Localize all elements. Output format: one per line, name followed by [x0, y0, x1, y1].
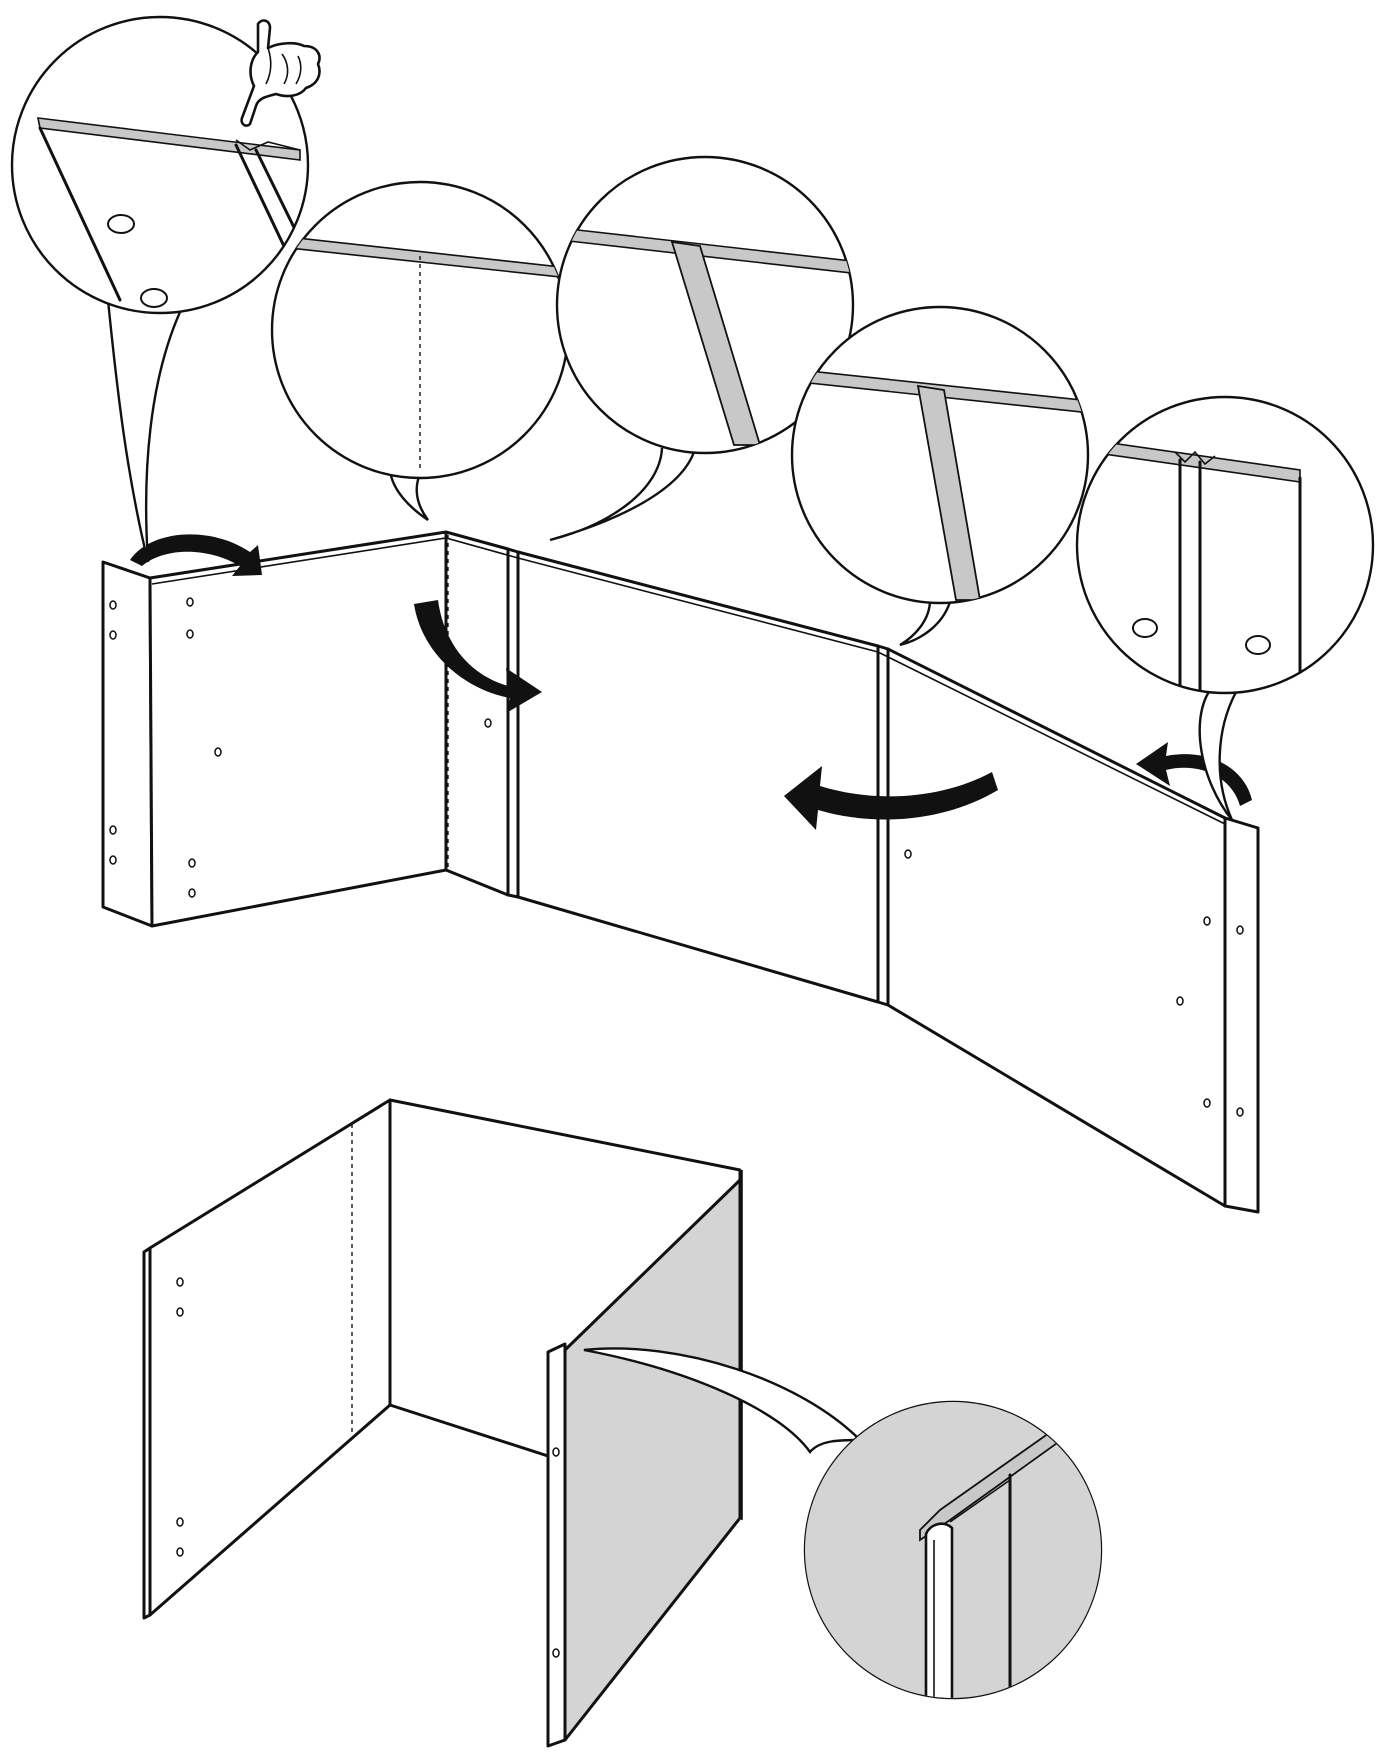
curved-arrow-icon: [784, 766, 998, 830]
hole: [1176, 996, 1184, 1006]
callout-5: [1075, 395, 1375, 821]
left-panel: [148, 1098, 392, 1617]
hole: [186, 629, 194, 639]
hole: [188, 888, 196, 898]
hole: [1203, 1098, 1211, 1108]
pointing-hand-icon: [240, 19, 321, 127]
hole: [1132, 618, 1158, 638]
hole: [1236, 1107, 1244, 1117]
hole: [552, 1648, 560, 1658]
unfolded-panel-assembly: [101, 530, 1260, 1214]
hole: [1245, 635, 1271, 655]
hole: [176, 1547, 184, 1557]
hole: [484, 718, 492, 728]
callout-pointer: [549, 447, 696, 542]
panel-1: [148, 530, 448, 928]
panel-2: [444, 530, 510, 897]
hole: [214, 747, 222, 757]
hole: [140, 288, 168, 308]
curved-arrow-icon: [1136, 742, 1252, 806]
callout-pointer: [388, 469, 429, 521]
callout-pointer: [1198, 689, 1238, 821]
hole: [1236, 925, 1244, 935]
hole: [107, 214, 135, 234]
hole: [176, 1307, 184, 1317]
hole: [176, 1517, 184, 1527]
panel-3: [516, 550, 880, 1004]
hole: [109, 600, 117, 610]
fold-arrows: [130, 534, 1252, 830]
callout-pointer: [106, 299, 182, 563]
folded-cabinet: [142, 1098, 743, 1748]
panel-holes: [176, 1277, 560, 1658]
callout-pointer: [583, 1347, 863, 1454]
left-edge-strip: [142, 1246, 152, 1620]
hole: [552, 1447, 560, 1457]
right-edge-strip: [546, 1342, 567, 1748]
hole: [109, 825, 117, 835]
hole: [904, 849, 912, 859]
callout-pointer: [899, 599, 952, 647]
callout-2: [270, 180, 570, 521]
hole: [1203, 916, 1211, 926]
hole: [188, 858, 196, 868]
curved-arrow-icon: [130, 534, 262, 576]
callout-1: [10, 15, 321, 563]
hole: [109, 855, 117, 865]
hole: [176, 1277, 184, 1287]
left-end-edge: [101, 560, 154, 928]
right-end-edge: [1223, 816, 1260, 1214]
hole: [186, 597, 194, 607]
callout-3: [549, 155, 855, 542]
panel-holes: [109, 597, 1244, 1117]
top-edge-band: [151, 537, 1226, 825]
callout-4: [790, 305, 1090, 647]
panel-4: [886, 647, 1227, 1208]
curved-arrow-icon: [414, 600, 542, 712]
hole: [109, 630, 117, 640]
